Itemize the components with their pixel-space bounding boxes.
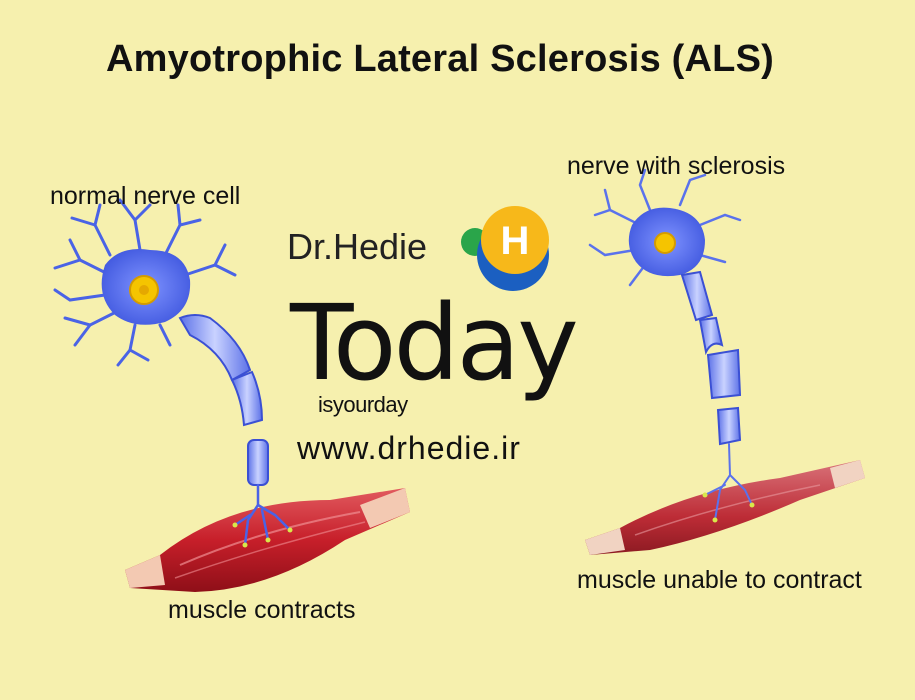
label-muscle-contracts: muscle contracts bbox=[168, 596, 356, 624]
page-title: Amyotrophic Lateral Sclerosis (ALS) bbox=[106, 38, 774, 80]
logo-yellow-circle bbox=[481, 206, 549, 274]
label-normal-nerve-cell: normal nerve cell bbox=[50, 182, 241, 210]
watermark-tagline: isyourday bbox=[318, 392, 408, 417]
sclerosis-neuron bbox=[588, 168, 755, 523]
logo-letter: H bbox=[501, 219, 530, 263]
drhedie-logo: H bbox=[461, 206, 549, 291]
sclerosis-muscle bbox=[585, 460, 865, 555]
watermark-name: Dr.Hedie bbox=[287, 226, 428, 267]
watermark-url: www.drhedie.ir bbox=[297, 430, 521, 466]
label-muscle-unable: muscle unable to contract bbox=[577, 566, 862, 594]
watermark-today: Today bbox=[290, 282, 579, 404]
label-nerve-with-sclerosis: nerve with sclerosis bbox=[567, 152, 786, 180]
normal-neuron bbox=[53, 198, 293, 548]
